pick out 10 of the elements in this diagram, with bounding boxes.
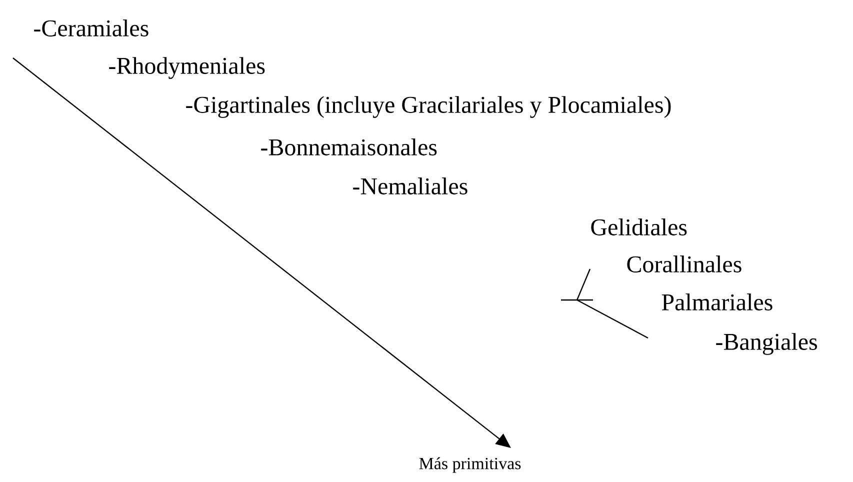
label: -Bangiales — [716, 333, 817, 355]
label: -Nemaliales — [353, 178, 468, 194]
label: Corallinales — [627, 256, 742, 272]
label: Más primitivas — [419, 457, 521, 473]
label: Palmariales — [662, 294, 772, 310]
label: -Gigartinales (incluye Gracilariales y Plocamiales) — [186, 96, 671, 118]
label: Gelidiales — [591, 218, 687, 236]
label: -Rhodymeniales — [109, 57, 265, 79]
label: -Bonnemaisonales — [261, 138, 437, 156]
label: -Ceramiales — [34, 20, 148, 36]
